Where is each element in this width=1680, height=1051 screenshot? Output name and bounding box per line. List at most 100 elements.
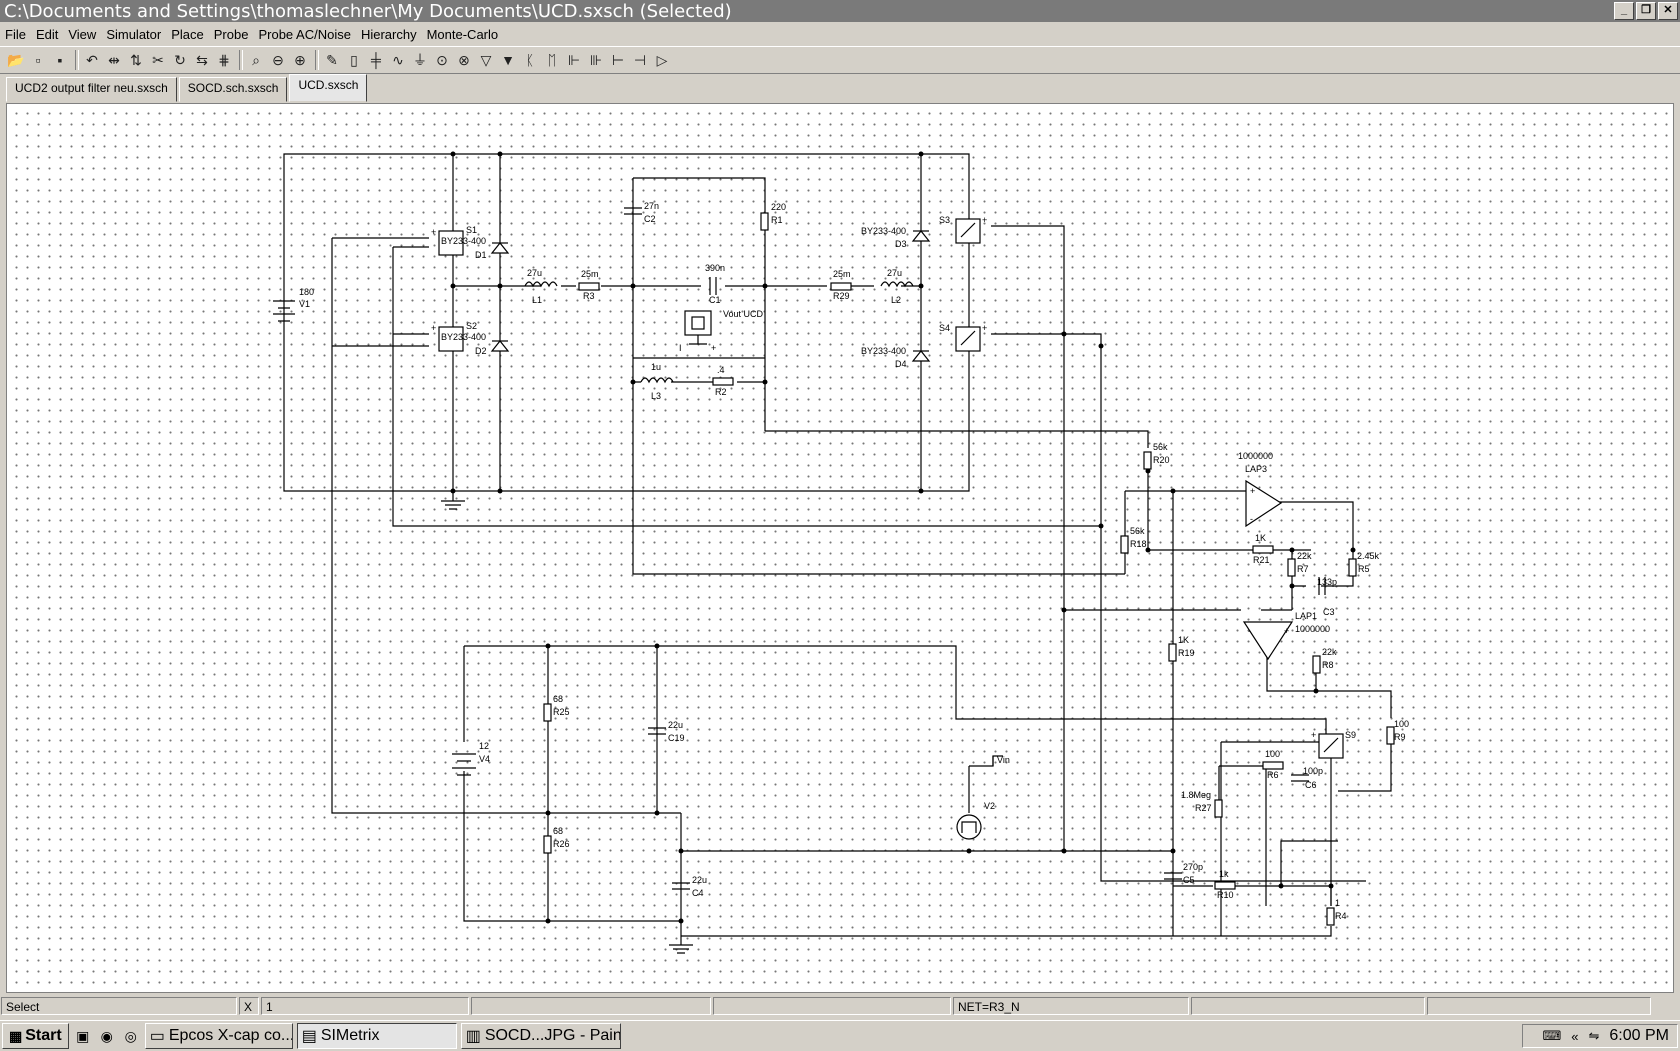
resistor-r8[interactable]: 22k R8: [1312, 647, 1337, 674]
diode-d3[interactable]: BY233-400 D3: [861, 226, 931, 249]
capacitor-c1[interactable]: 390n C1: [705, 263, 725, 305]
bus-icon[interactable]: ⋕: [218, 51, 230, 68]
save-icon[interactable]: ▪: [57, 52, 63, 68]
menu-file[interactable]: File: [5, 26, 26, 42]
current-source-icon[interactable]: ⊗: [458, 51, 470, 68]
capacitor-c19[interactable]: 22u C19: [648, 720, 685, 743]
switch-s4[interactable]: + S4: [939, 323, 987, 352]
tab-ucd[interactable]: UCD.sxsch: [289, 74, 368, 102]
resistor-r1[interactable]: 220 R1: [760, 202, 786, 231]
inductor-l2[interactable]: 27u L2: [880, 268, 914, 305]
clock[interactable]: 6:00 PM: [1609, 1027, 1669, 1044]
opamp-lap3[interactable]: + - 1000000 LAP3: [1238, 451, 1283, 528]
pulse-source-v2[interactable]: V2: [956, 801, 995, 840]
switch-s2[interactable]: + S2 BY233-400: [431, 321, 486, 352]
resistor-r20[interactable]: 56k R20: [1143, 442, 1170, 470]
show-desktop-icon[interactable]: ▣: [76, 1027, 90, 1044]
inductor-l3[interactable]: 1u L3: [640, 362, 674, 401]
zoom-in-icon[interactable]: ⊕: [294, 51, 306, 68]
resistor-r3[interactable]: 25m R3: [578, 269, 600, 301]
resistor-r6[interactable]: 100 R6: [1262, 749, 1284, 780]
battery-v1[interactable]: 180 V1: [273, 287, 314, 322]
menu-simulator[interactable]: Simulator: [106, 26, 162, 42]
diode-d4[interactable]: BY233-400 D4: [861, 346, 931, 369]
menu-edit[interactable]: Edit: [35, 26, 59, 42]
new-icon[interactable]: ▫: [35, 52, 41, 68]
inductor-l1[interactable]: 27u L1: [524, 268, 558, 305]
opamp-lap1[interactable]: - + LAP1 1000000: [1242, 611, 1330, 661]
undo-icon[interactable]: ↶: [86, 51, 98, 68]
terminal-vin[interactable]: Vin: [992, 755, 1010, 766]
resistor-r18[interactable]: 56k R18: [1120, 526, 1147, 554]
resistor-r2[interactable]: .4 R2: [712, 365, 734, 397]
diode-d1[interactable]: D1: [475, 242, 510, 260]
capacitor-icon[interactable]: ╪: [371, 52, 381, 68]
resistor-r7[interactable]: 22k R7: [1287, 551, 1312, 577]
capacitor-c4[interactable]: 22u C4: [672, 875, 707, 898]
nmos-icon[interactable]: ⊩: [567, 51, 581, 68]
task-paint[interactable]: ▥ SOCD...JPG - Paint: [460, 1023, 621, 1049]
battery-v4[interactable]: 12 V4: [452, 741, 490, 776]
resistor-r21[interactable]: 1K R21: [1252, 533, 1274, 565]
pencil-icon[interactable]: ✎: [326, 51, 338, 68]
tab-socd[interactable]: SOCD.sch.sxsch: [178, 77, 288, 102]
mirror-icon[interactable]: ⇆: [196, 51, 208, 68]
menu-monte-carlo[interactable]: Monte-Carlo: [426, 26, 499, 42]
media-player-icon[interactable]: ◎: [124, 1027, 137, 1044]
task-simetrix[interactable]: ▤ SIMetrix: [296, 1023, 457, 1049]
resistor-r27[interactable]: 1.8Meg R27: [1181, 790, 1223, 818]
resistor-icon[interactable]: ▯: [350, 51, 358, 68]
resistor-r19[interactable]: 1K R19: [1168, 635, 1195, 662]
pnp-icon[interactable]: ᛖ: [547, 52, 557, 68]
flip-horizontal-icon[interactable]: ⇹: [108, 51, 120, 68]
schematic-canvas[interactable]: 180 V1 12 V4 + S1 BY233-400 + S2 BY233-4…: [6, 103, 1674, 993]
diode-icon[interactable]: ▽: [480, 51, 492, 68]
resistor-r5[interactable]: 2.45k R5: [1348, 551, 1380, 577]
resistor-r25[interactable]: 68 R25: [543, 694, 570, 722]
njfet-icon[interactable]: ⊢: [611, 51, 625, 68]
resistor-r26[interactable]: 68 R26: [543, 826, 570, 854]
capacitor-c6[interactable]: 100p C6: [1291, 766, 1323, 790]
resistor-r4[interactable]: 1 R4: [1326, 898, 1347, 926]
capacitor-c5[interactable]: 270p C5: [1164, 862, 1203, 885]
menu-hierarchy[interactable]: Hierarchy: [360, 26, 417, 42]
network-icon[interactable]: ⇋: [1588, 1028, 1600, 1043]
zoom-out-icon[interactable]: ⊖: [272, 51, 284, 68]
close-button[interactable]: ✕: [1658, 2, 1678, 20]
rotate-icon[interactable]: ↻: [174, 51, 186, 68]
resistor-r10[interactable]: 1k R10: [1214, 869, 1236, 900]
start-button[interactable]: ▦ Start: [2, 1023, 69, 1049]
title-bar[interactable]: C:\Documents and Settings\thomaslechner\…: [0, 0, 1680, 22]
voltage-probe-vout[interactable]: Vout UCD I +: [679, 309, 764, 353]
menu-probe[interactable]: Probe: [213, 26, 249, 42]
resistor-r29[interactable]: 25m R29: [830, 269, 852, 301]
browser-icon[interactable]: ◉: [100, 1027, 113, 1044]
switch-s1[interactable]: + S1 BY233-400: [431, 225, 486, 256]
zoom-fit-icon[interactable]: ⌕: [252, 51, 260, 68]
menu-view[interactable]: View: [68, 26, 97, 42]
menu-probe-ac-noise[interactable]: Probe AC/Noise: [258, 26, 351, 42]
voltage-source-icon[interactable]: ⊙: [436, 51, 448, 68]
open-icon[interactable]: 📂: [7, 51, 25, 68]
keyboard-icon[interactable]: ⌨: [1542, 1028, 1562, 1043]
zener-icon[interactable]: ▼: [501, 52, 515, 68]
restore-button[interactable]: ❐: [1636, 2, 1656, 20]
npn-icon[interactable]: ᛕ: [525, 52, 535, 68]
menu-place[interactable]: Place: [171, 26, 204, 42]
ground-icon[interactable]: ⏚: [413, 52, 427, 68]
capacitor-c3[interactable]: 133p C3: [1317, 577, 1337, 617]
inductor-icon[interactable]: ∿: [392, 51, 404, 68]
tray-expand-icon[interactable]: «: [1571, 1028, 1579, 1044]
switch-s9[interactable]: + S9: [1311, 730, 1356, 759]
pmos-icon[interactable]: ⊪: [589, 51, 603, 68]
minimize-button[interactable]: _: [1614, 2, 1634, 20]
tab-ucd2-output-filter[interactable]: UCD2 output filter neu.sxsch: [6, 77, 177, 102]
pjfet-icon[interactable]: ⊣: [633, 51, 647, 68]
opamp-icon[interactable]: ▷: [656, 51, 668, 68]
task-epcos[interactable]: ▭ Epcos X-cap co...: [144, 1023, 293, 1049]
resistor-r9[interactable]: 100 R9: [1386, 719, 1409, 745]
diode-d2[interactable]: D2: [475, 340, 510, 356]
flip-vertical-icon[interactable]: ⇅: [130, 51, 142, 68]
switch-s3[interactable]: + S3: [939, 215, 987, 244]
capacitor-c2[interactable]: 27n C2: [624, 201, 659, 224]
